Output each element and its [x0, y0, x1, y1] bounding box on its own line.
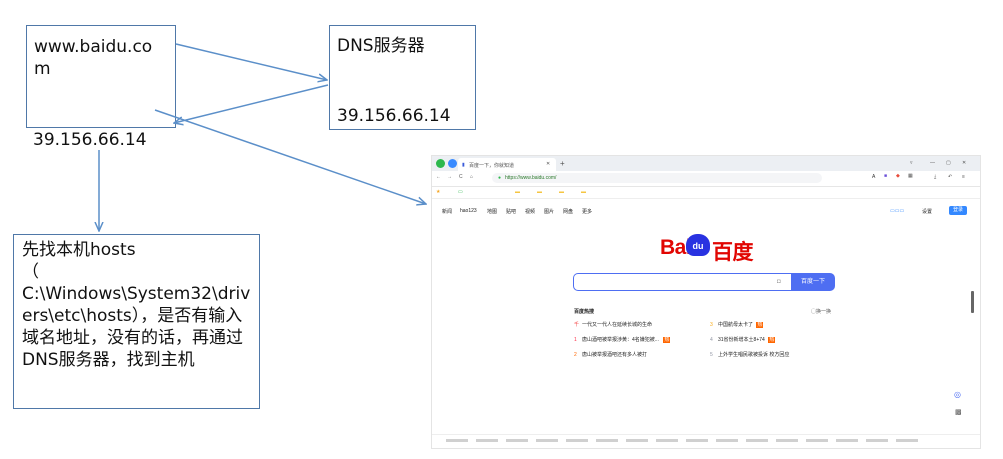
hot-item[interactable]: 千一代又一代人在延续长城的生命 [574, 321, 652, 328]
tab-title: 百度一下，你就知道 [469, 163, 515, 169]
hot-rank: 2 [574, 352, 577, 358]
domain-text: www.baidu.co m [34, 37, 153, 79]
browser-screenshot: ▮ 百度一下，你就知道 ✕ + ▿ — ▢ ✕ ← → C ⌂ ● https:… [432, 156, 980, 448]
qrcode-icon[interactable]: ▩ [955, 409, 962, 416]
hot-item[interactable]: 1 唐山酒吧被举报涉黄：4名嫌犯被... 热 [574, 336, 671, 343]
nav-tieba[interactable]: 贴吧 [506, 209, 517, 215]
arrow-domain-to-browser [154, 109, 426, 204]
back-icon[interactable]: ← [436, 174, 441, 180]
nav-news[interactable]: 新闻 [442, 209, 453, 215]
nav-hao123[interactable]: hao123 [460, 208, 477, 214]
hot-item[interactable]: 5 上外学生唱民歌被投诉 校方回应 [710, 351, 789, 358]
help-icon[interactable]: ◎ [954, 390, 961, 399]
translate-icon[interactable]: A [872, 174, 876, 180]
arrow-domain-to-dns [175, 43, 327, 80]
hot-rank: 4 [710, 337, 713, 343]
login-button[interactable]: 登录 [949, 206, 967, 215]
refresh-icon: ◯ [811, 309, 817, 315]
bookmark-star-icon: ★ [436, 189, 441, 195]
apps-grid-icon[interactable]: ▦ [908, 173, 913, 179]
folder-icon-4: ▬ [581, 189, 586, 195]
logo-baidu-cn: 百度 [712, 241, 754, 264]
nav-video[interactable]: 视频 [525, 209, 536, 215]
baidu-footer [432, 434, 980, 448]
address-bar[interactable]: ● https://www.baidu.com/ [492, 173, 822, 183]
hot-text: 唐山酒吧被举报涉黄：4名嫌犯被... [582, 337, 659, 343]
window-menu-icon[interactable]: ▿ [910, 160, 913, 166]
footer-links [446, 439, 926, 442]
swap-button[interactable]: ◯换一换 [811, 308, 831, 315]
browser-logo-icon [436, 159, 445, 168]
extension-icon[interactable]: ■ [884, 173, 888, 179]
hot-rank: 3 [710, 322, 713, 328]
folder-icon-2: ▬ [537, 189, 542, 195]
browser-nav-bar: ← → C ⌂ ● https://www.baidu.com/ A ■ ◆ ▦… [432, 171, 980, 187]
nav-more[interactable]: 更多 [582, 209, 593, 215]
dns-server-box: DNS服务器 39.156.66.14 [329, 25, 476, 130]
logo-paw-icon: du [686, 234, 710, 256]
home-icon[interactable]: ⌂ [470, 174, 474, 180]
camera-icon[interactable]: ◘ [777, 279, 781, 285]
hot-text: 一代又一代人在延续长城的生命 [582, 322, 653, 328]
hot-item[interactable]: 2 唐山被举报酒吧还有多人被打 [574, 351, 647, 358]
hot-badge: 热 [756, 322, 764, 328]
folder-icon: ▬ [515, 189, 520, 195]
download-icon[interactable]: ⤓ [934, 174, 937, 180]
bookmark-folder-icon: ▭ [458, 189, 463, 195]
menu-icon[interactable]: ≡ [962, 174, 965, 180]
hot-rank: 千 [574, 322, 580, 328]
undo-icon[interactable]: ↶ [948, 174, 953, 180]
hot-badge: 热 [768, 337, 776, 343]
hot-rank: 5 [710, 352, 713, 358]
hot-text: 31省份新增本土8+74 [718, 337, 765, 343]
url-text: https://www.baidu.com/ [505, 175, 557, 181]
bookmarks-bar: ★ ▭ ▬ ▬ ▬ ▬ [432, 187, 980, 199]
hot-search-title: 百度热搜 [574, 309, 595, 315]
arrow-dns-to-domain [174, 84, 329, 123]
domain-box: www.baidu.co m [26, 25, 176, 128]
hot-item[interactable]: 4 31省份新增本土8+74 热 [710, 336, 776, 343]
close-window-icon[interactable]: ✕ [962, 160, 967, 166]
hot-item[interactable]: 3 中国航母太卡了 热 [710, 321, 764, 328]
search-input[interactable]: ◘ [573, 273, 791, 291]
logo-bai: Bai [660, 236, 692, 259]
lock-icon: ● [498, 175, 502, 181]
dns-ip: 39.156.66.14 [337, 106, 451, 126]
hot-text: 中国航母太卡了 [718, 322, 754, 328]
hot-rank: 1 [574, 337, 577, 343]
nav-netdisk[interactable]: 网盘 [563, 209, 574, 215]
swap-label: 换一换 [816, 309, 832, 315]
search-button[interactable]: 百度一下 [791, 273, 835, 291]
folder-icon-3: ▬ [559, 189, 564, 195]
domain-ip: 39.156.66.14 [33, 130, 147, 150]
hot-badge: 热 [663, 337, 671, 343]
tab-close-icon[interactable]: ✕ [546, 161, 551, 167]
forward-icon[interactable]: → [447, 174, 452, 180]
reload-icon[interactable]: C [459, 174, 463, 180]
minimize-icon[interactable]: — [930, 160, 935, 166]
nav-map[interactable]: 地图 [487, 209, 498, 215]
browser-tab[interactable]: ▮ 百度一下，你就知道 ✕ [458, 158, 556, 171]
scrollbar-thumb[interactable] [971, 291, 974, 313]
browser-tab-bar: ▮ 百度一下，你就知道 ✕ + ▿ — ▢ ✕ [432, 156, 980, 171]
baidu-favicon-icon: ▮ [462, 162, 465, 168]
nav-images[interactable]: 图片 [544, 209, 555, 215]
hot-text: 唐山被举报酒吧还有多人被打 [582, 352, 648, 358]
dns-title: DNS服务器 [337, 36, 425, 56]
hot-text: 上外学生唱民歌被投诉 校方回应 [718, 352, 790, 358]
hosts-box: 先找本机hosts （ C:\Windows\System32\drivers\… [13, 234, 260, 409]
extension-icon-2[interactable]: ◆ [896, 173, 900, 179]
hosts-text: 先找本机hosts （ C:\Windows\System32\drivers\… [22, 240, 251, 370]
nav-link-blue[interactable]: ▭▭▭ [890, 208, 905, 214]
maximize-icon[interactable]: ▢ [946, 160, 951, 166]
new-tab-icon[interactable]: + [560, 159, 565, 168]
nav-settings[interactable]: 设置 [922, 209, 933, 215]
shield-icon [448, 159, 457, 168]
